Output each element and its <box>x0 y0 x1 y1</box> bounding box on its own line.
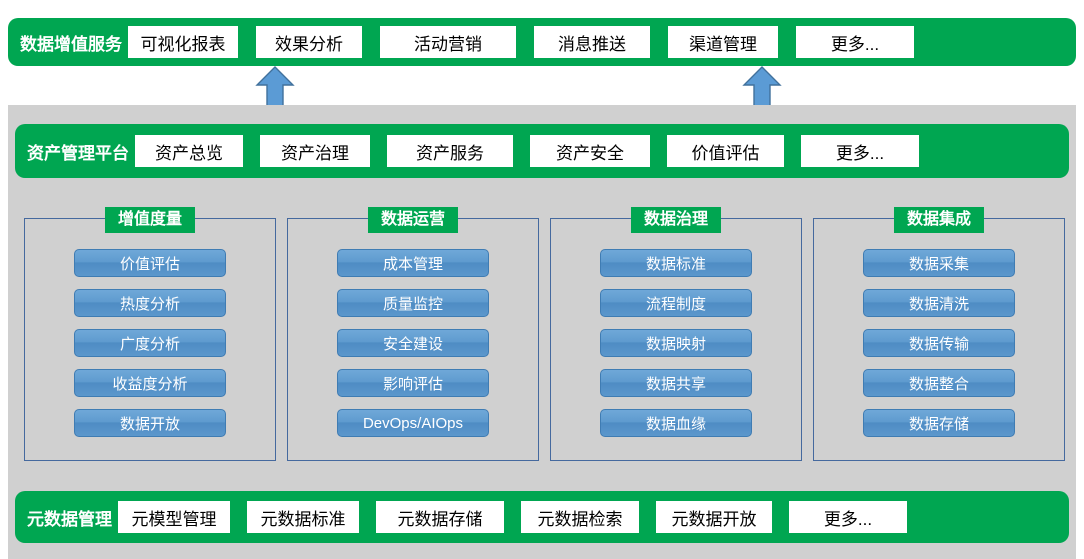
pill-quality-monitoring[interactable]: 质量监控 <box>337 289 489 317</box>
pill-profit-analysis[interactable]: 收益度分析 <box>74 369 226 397</box>
chip-metadata-storage[interactable]: 元数据存储 <box>376 501 504 533</box>
metadata-management-items: 元模型管理 元数据标准 元数据存储 元数据检索 元数据开放 更多... <box>118 491 1069 543</box>
asset-management-platform-items: 资产总览 资产治理 资产服务 资产安全 价值评估 更多... <box>135 124 1069 178</box>
chip-asset-governance[interactable]: 资产治理 <box>260 135 370 167</box>
pill-data-standard[interactable]: 数据标准 <box>600 249 752 277</box>
chip-metadata-openness[interactable]: 元数据开放 <box>656 501 772 533</box>
pill-data-sharing[interactable]: 数据共享 <box>600 369 752 397</box>
chip-visual-report[interactable]: 可视化报表 <box>128 26 238 58</box>
pill-data-lineage[interactable]: 数据血缘 <box>600 409 752 437</box>
chip-campaign-marketing[interactable]: 活动营销 <box>380 26 516 58</box>
chip-value-assessment[interactable]: 价值评估 <box>667 135 784 167</box>
pill-data-openness[interactable]: 数据开放 <box>74 409 226 437</box>
data-value-service-band: 数据增值服务 可视化报表 效果分析 活动营销 消息推送 渠道管理 更多... <box>8 18 1076 66</box>
data-value-service-title: 数据增值服务 <box>20 34 122 54</box>
metadata-management-title: 元数据管理 <box>27 509 112 529</box>
data-value-service-items: 可视化报表 效果分析 活动营销 消息推送 渠道管理 更多... <box>128 18 1076 66</box>
arrow-up-right <box>742 66 782 108</box>
chip-more-top[interactable]: 更多... <box>796 26 914 58</box>
chip-asset-overview[interactable]: 资产总览 <box>135 135 243 167</box>
chip-asset-security[interactable]: 资产安全 <box>530 135 650 167</box>
panel-items-data-governance: 数据标准 流程制度 数据映射 数据共享 数据血缘 <box>551 249 801 437</box>
pill-data-transfer[interactable]: 数据传输 <box>863 329 1015 357</box>
pill-cost-management[interactable]: 成本管理 <box>337 249 489 277</box>
panel-header-data-integration: 数据集成 <box>893 207 985 233</box>
chip-more-platform[interactable]: 更多... <box>801 135 919 167</box>
pill-data-storage[interactable]: 数据存储 <box>863 409 1015 437</box>
panel-data-integration: 数据集成 数据采集 数据清洗 数据传输 数据整合 数据存储 <box>813 207 1065 461</box>
panel-items-value-metrics: 价值评估 热度分析 广度分析 收益度分析 数据开放 <box>25 249 275 437</box>
pill-security-construction[interactable]: 安全建设 <box>337 329 489 357</box>
pill-impact-assessment[interactable]: 影响评估 <box>337 369 489 397</box>
pill-heat-analysis[interactable]: 热度分析 <box>74 289 226 317</box>
metadata-management-band: 元数据管理 元模型管理 元数据标准 元数据存储 元数据检索 元数据开放 更多..… <box>15 491 1069 543</box>
pill-devops-aiops[interactable]: DevOps/AIOps <box>337 409 489 437</box>
panel-items-data-integration: 数据采集 数据清洗 数据传输 数据整合 数据存储 <box>814 249 1064 437</box>
panel-value-metrics: 增值度量 价值评估 热度分析 广度分析 收益度分析 数据开放 <box>24 207 276 461</box>
asset-management-platform-title: 资产管理平台 <box>27 143 129 163</box>
pill-data-mapping[interactable]: 数据映射 <box>600 329 752 357</box>
pill-process-system[interactable]: 流程制度 <box>600 289 752 317</box>
chip-meta-model-management[interactable]: 元模型管理 <box>118 501 230 533</box>
panel-header-value-metrics: 增值度量 <box>104 207 196 233</box>
arrow-up-left <box>255 66 295 108</box>
pill-data-integration[interactable]: 数据整合 <box>863 369 1015 397</box>
chip-metadata-search[interactable]: 元数据检索 <box>521 501 639 533</box>
panel-header-data-governance: 数据治理 <box>630 207 722 233</box>
panel-header-data-operations: 数据运营 <box>367 207 459 233</box>
pill-data-collection[interactable]: 数据采集 <box>863 249 1015 277</box>
asset-management-platform-band: 资产管理平台 资产总览 资产治理 资产服务 资产安全 价值评估 更多... <box>15 124 1069 178</box>
panel-data-operations: 数据运营 成本管理 质量监控 安全建设 影响评估 DevOps/AIOps <box>287 207 539 461</box>
panel-data-governance: 数据治理 数据标准 流程制度 数据映射 数据共享 数据血缘 <box>550 207 802 461</box>
pill-data-cleaning[interactable]: 数据清洗 <box>863 289 1015 317</box>
chip-message-push[interactable]: 消息推送 <box>534 26 650 58</box>
chip-more-meta[interactable]: 更多... <box>789 501 907 533</box>
chip-effect-analysis[interactable]: 效果分析 <box>256 26 362 58</box>
chip-asset-service[interactable]: 资产服务 <box>387 135 513 167</box>
chip-metadata-standard[interactable]: 元数据标准 <box>247 501 359 533</box>
pill-value-assessment[interactable]: 价值评估 <box>74 249 226 277</box>
panel-items-data-operations: 成本管理 质量监控 安全建设 影响评估 DevOps/AIOps <box>288 249 538 437</box>
chip-channel-management[interactable]: 渠道管理 <box>668 26 778 58</box>
pill-breadth-analysis[interactable]: 广度分析 <box>74 329 226 357</box>
